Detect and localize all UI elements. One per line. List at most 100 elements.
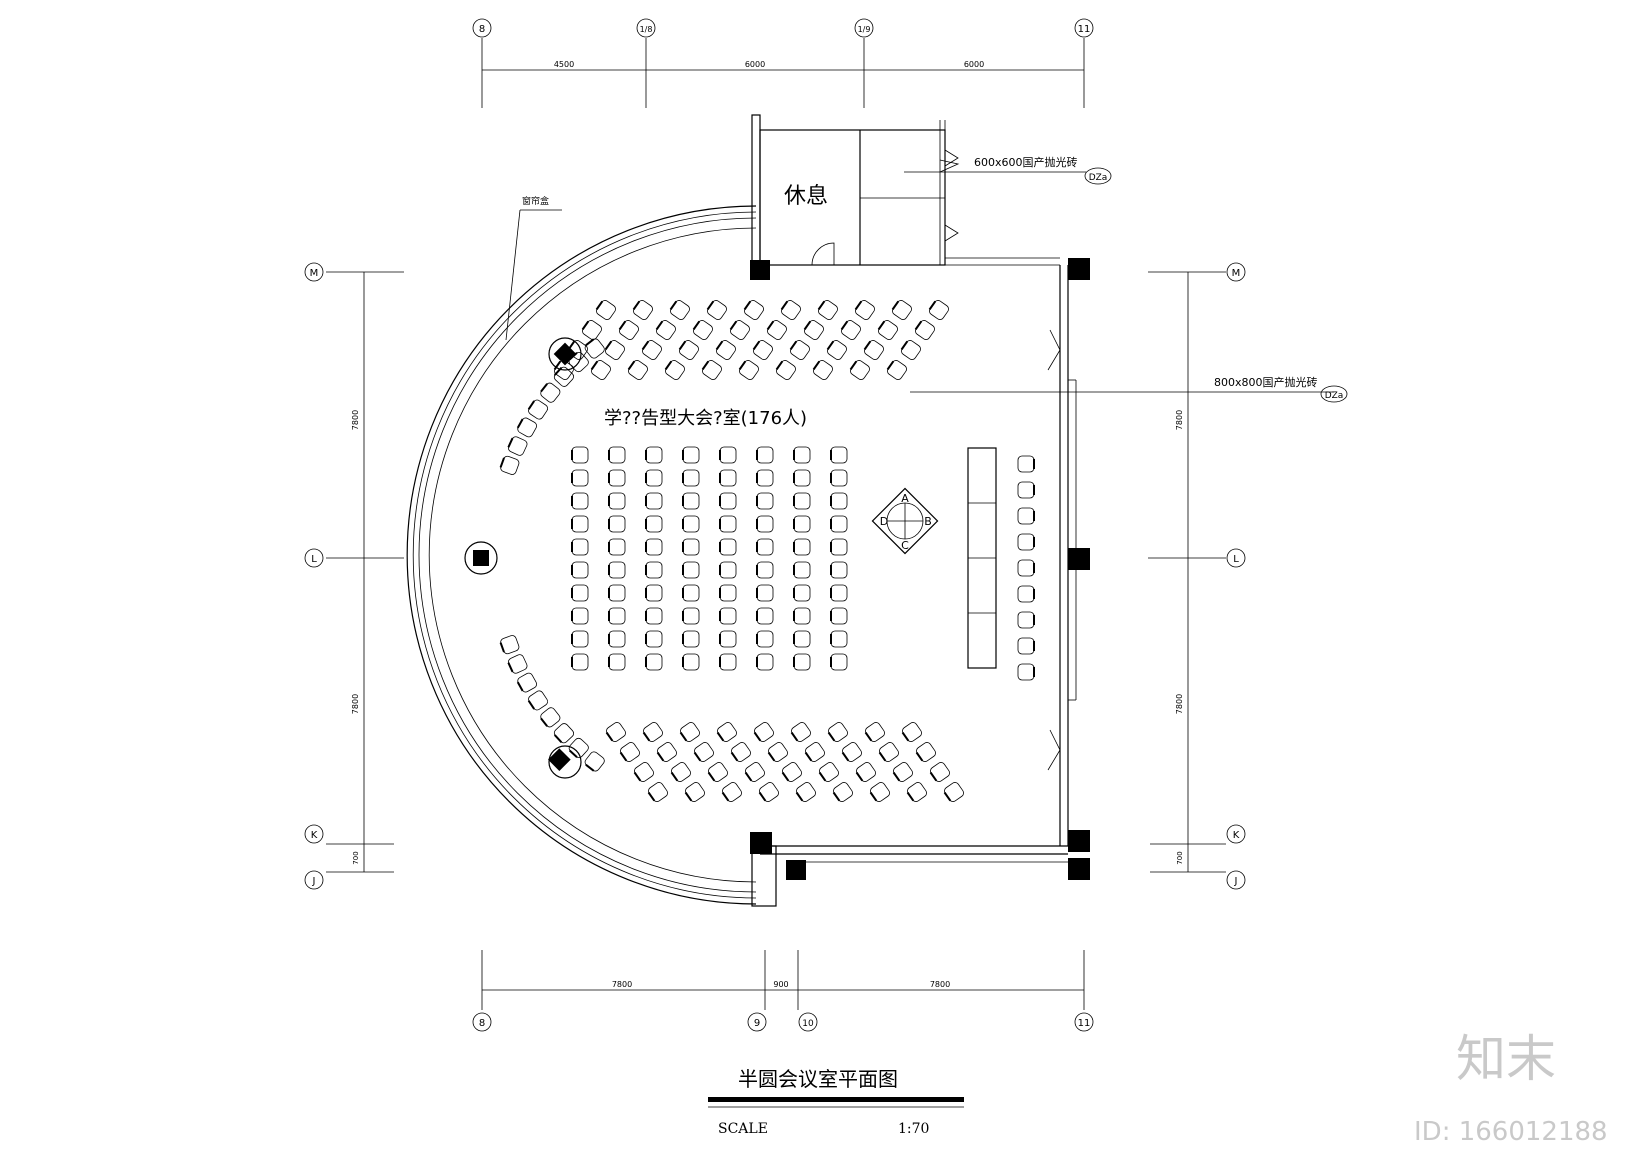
axis-bubble [1226, 824, 1246, 844]
chair [645, 607, 663, 625]
chair [830, 630, 848, 648]
drawing-title: 半圆会议室平面图 [738, 1067, 898, 1091]
chair [793, 538, 811, 556]
chair [832, 782, 853, 802]
axis-bubble [854, 18, 874, 38]
chair [604, 340, 625, 360]
chair [855, 762, 876, 782]
chair [793, 653, 811, 671]
chair [608, 492, 626, 510]
chair [507, 654, 528, 674]
chair [645, 515, 663, 533]
chair [682, 469, 700, 487]
chair [647, 782, 668, 802]
axis-bubble [1226, 870, 1246, 890]
dim-right-1: 7800 [1175, 410, 1184, 430]
axis-bubble [472, 1012, 492, 1032]
dim-left-2: 7800 [351, 694, 360, 714]
axis-label-left-3: K [311, 830, 318, 841]
axis-label-right-3: K [1233, 830, 1240, 841]
chair [775, 360, 796, 380]
chair [841, 742, 862, 762]
chair [715, 340, 736, 360]
chair [826, 340, 847, 360]
chair [678, 340, 699, 360]
chair [830, 607, 848, 625]
axis-bubble [1226, 548, 1246, 568]
chair [915, 742, 936, 762]
chair [864, 722, 885, 742]
chair [901, 722, 922, 742]
tile-600-label: 600x600国产抛光砖 [974, 155, 1078, 169]
chair [540, 382, 561, 403]
chair [608, 446, 626, 464]
title-block: 半圆会议室平面图 SCALE 1:70 [708, 1067, 964, 1137]
chair [719, 469, 737, 487]
dim-bottom-1: 7800 [612, 980, 632, 989]
chair [608, 538, 626, 556]
chair [1017, 585, 1035, 603]
chair [645, 561, 663, 579]
chair [645, 446, 663, 464]
dim-top-2: 6000 [745, 60, 765, 69]
tile-800-label: 800x800国产抛光砖 [1214, 375, 1318, 389]
axis-label-right-1: M [1232, 268, 1241, 279]
chair [928, 300, 949, 320]
dim-top-3: 6000 [964, 60, 984, 69]
chair [571, 446, 589, 464]
chair [719, 584, 737, 602]
chair [869, 782, 890, 802]
chair [571, 469, 589, 487]
chair [701, 360, 722, 380]
curtain-box-label: 窗帘盒 [522, 195, 549, 207]
pillar-center [464, 541, 498, 575]
axis-bubble [304, 824, 324, 844]
axis-bubble [747, 1012, 767, 1032]
chair [645, 653, 663, 671]
chair [682, 561, 700, 579]
chair [571, 584, 589, 602]
chair [568, 352, 589, 373]
chair [641, 340, 662, 360]
chair [655, 320, 676, 340]
chair [581, 320, 602, 340]
dim-right-2: 7800 [1175, 694, 1184, 714]
chair [684, 782, 705, 802]
chair [571, 515, 589, 533]
axis-bubble [636, 18, 656, 38]
chair [830, 446, 848, 464]
chair [891, 300, 912, 320]
bottom-dimension-chain: 8 9 10 11 7800 900 7800 [472, 950, 1094, 1032]
chair [756, 584, 774, 602]
axis-bubble [304, 262, 324, 282]
chair [744, 762, 765, 782]
chair [571, 561, 589, 579]
dim-top-1: 4500 [554, 60, 574, 69]
chair [943, 782, 964, 802]
chair [716, 722, 737, 742]
chair [1017, 663, 1035, 681]
watermark-logo: 知末 [1456, 1030, 1556, 1088]
pillar-south [548, 745, 582, 779]
chair [756, 630, 774, 648]
curtain-box-callout: 窗帘盒 [505, 195, 562, 341]
chair [608, 653, 626, 671]
chair [1017, 455, 1035, 473]
chair [830, 538, 848, 556]
chair [793, 515, 811, 533]
chair [795, 782, 816, 802]
hall-name-label: 学??告型大会?室(176人) [604, 408, 807, 429]
structural-columns [464, 258, 1090, 880]
chair [682, 607, 700, 625]
top-dimension-chain: 8 1/8 1/9 11 4500 6000 6000 [472, 18, 1094, 108]
chair [767, 742, 788, 762]
chair [645, 630, 663, 648]
dim-left-3: 700 [352, 851, 360, 864]
chair [682, 515, 700, 533]
chair [877, 320, 898, 340]
chair [719, 492, 737, 510]
podium-diamond: A B C D [871, 487, 939, 555]
chair [878, 742, 899, 762]
axis-label-right-4: J [1234, 876, 1238, 887]
chair [730, 742, 751, 762]
